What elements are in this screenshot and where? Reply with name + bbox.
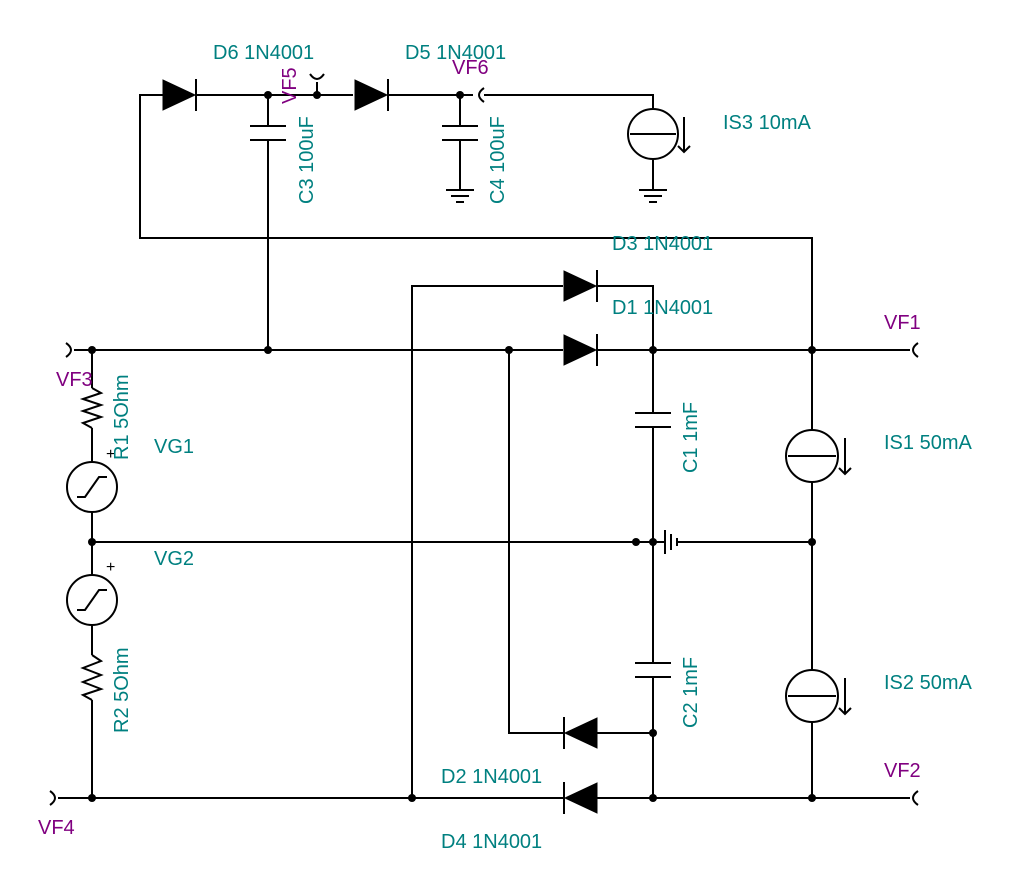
voltage-generator-vg1-icon (66, 461, 118, 513)
capacitor-c3-icon (250, 125, 286, 141)
junction-dot-icon (649, 346, 657, 354)
vg1-plus-label: + (106, 446, 115, 463)
probe-vf2-icon (912, 790, 919, 806)
junction-dot-icon (264, 91, 272, 99)
diode-d5-icon (354, 79, 389, 111)
junction-dot-icon (408, 794, 416, 802)
label-d1: D1 1N4001 (612, 297, 713, 319)
label-vf6: VF6 (452, 57, 489, 79)
label-vf2: VF2 (884, 760, 921, 782)
label-vg2: VG2 (154, 548, 194, 570)
junction-dot-icon (649, 794, 657, 802)
label-d2: D2 1N4001 (441, 766, 542, 788)
probe-vf4-icon (49, 790, 56, 806)
ground-middle-icon (664, 530, 678, 554)
junction-dot-icon (649, 729, 657, 737)
ground-is3-icon (639, 189, 667, 203)
junction-dot-icon (264, 346, 272, 354)
capacitor-c2-icon (635, 662, 671, 678)
label-vg1: VG1 (154, 436, 194, 458)
vg2-plus-label: + (106, 559, 115, 576)
label-c3: C3 100uF (296, 116, 318, 204)
voltage-generator-vg2-icon (66, 574, 118, 626)
diode-d6-icon (162, 79, 197, 111)
probe-vf3-icon (65, 342, 72, 358)
label-d6: D6 1N4001 (213, 42, 314, 64)
label-vf4: VF4 (38, 817, 75, 839)
label-c4: C4 100uF (487, 116, 509, 204)
junction-dot-icon (88, 346, 96, 354)
junction-dots (88, 91, 816, 802)
diode-d4-icon (563, 782, 598, 814)
current-source-is1-icon (785, 429, 852, 483)
diode-d3-icon (563, 270, 598, 302)
label-vf3: VF3 (56, 369, 93, 391)
junction-dot-icon (456, 91, 464, 99)
resistor-r1-icon (79, 387, 105, 429)
label-c2: C2 1mF (680, 657, 702, 728)
junction-dot-icon (88, 794, 96, 802)
label-vf5: VF5 (279, 67, 301, 104)
junction-dot-icon (808, 346, 816, 354)
capacitor-c1-icon (635, 412, 671, 428)
junction-dot-icon (649, 538, 657, 546)
label-d4: D4 1N4001 (441, 831, 542, 853)
label-vf1: VF1 (884, 312, 921, 334)
junction-dot-icon (313, 91, 321, 99)
label-is2: IS2 50mA (884, 672, 972, 694)
label-d5: D5 1N4001 (405, 42, 506, 64)
resistor-r2-icon (80, 654, 104, 701)
junction-dot-icon (632, 538, 640, 546)
capacitor-c4-icon (442, 125, 478, 141)
probe-vf6-icon (478, 87, 485, 103)
current-source-is3-icon (627, 108, 691, 160)
label-is3: IS3 10mA (723, 112, 811, 134)
label-r2: R2 5Ohm (111, 647, 133, 733)
junction-dot-icon (505, 346, 513, 354)
current-source-is2-icon (785, 669, 852, 723)
probe-vf5-icon (309, 73, 325, 80)
label-r1: R1 5Ohm (111, 374, 133, 460)
diode-d1-icon (563, 334, 598, 366)
label-c1: C1 1mF (680, 402, 702, 473)
junction-dot-icon (808, 794, 816, 802)
diode-d2-icon (563, 717, 598, 749)
label-is1: IS1 50mA (884, 432, 972, 454)
junction-dot-icon (88, 538, 96, 546)
junction-dot-icon (808, 538, 816, 546)
label-d3: D3 1N4001 (612, 233, 713, 255)
probe-vf1-icon (912, 342, 919, 358)
ground-c4-icon (446, 189, 474, 203)
